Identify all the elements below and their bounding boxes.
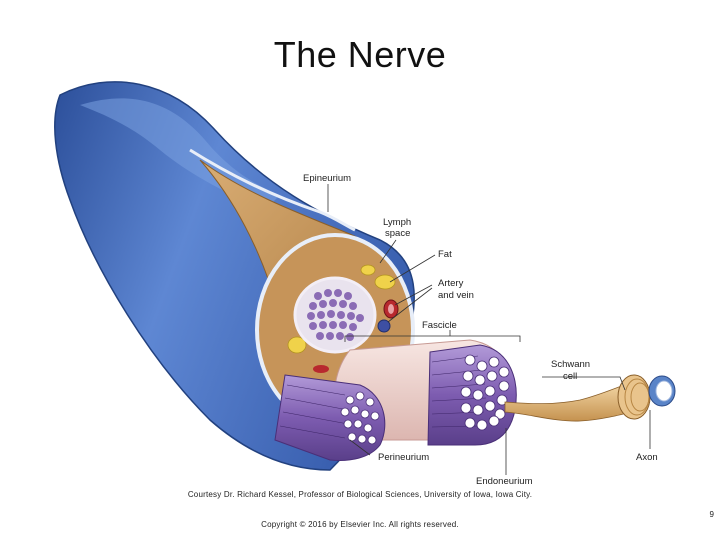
label-epineurium: Epineurium	[303, 173, 351, 184]
copyright-notice: Copyright © 2016 by Elsevier Inc. All ri…	[261, 520, 459, 529]
label-artery-line1: Artery	[438, 278, 464, 289]
label-axon: Axon	[636, 452, 658, 463]
label-endoneurium: Endoneurium	[476, 476, 533, 487]
axon-core	[648, 375, 676, 407]
schwann-cell	[617, 374, 651, 420]
label-perineurium: Perineurium	[378, 452, 429, 463]
label-fat: Fat	[438, 249, 452, 260]
fat-globule	[374, 274, 396, 290]
label-schwann-line1: Schwann	[551, 359, 590, 370]
label-lymph-line2: space	[385, 228, 410, 239]
fascicle-cross-section	[293, 276, 377, 354]
slide-title: The Nerve	[273, 34, 447, 75]
label-artery-line2: and vein	[438, 290, 474, 301]
image-credit: Courtesy Dr. Richard Kessel, Professor o…	[187, 490, 533, 499]
label-lymph-line1: Lymph	[383, 217, 411, 228]
vein	[377, 319, 391, 333]
page-number: 9	[709, 510, 714, 519]
label-fascicle: Fascicle	[422, 320, 457, 331]
label-schwann-line2: cell	[563, 371, 577, 382]
